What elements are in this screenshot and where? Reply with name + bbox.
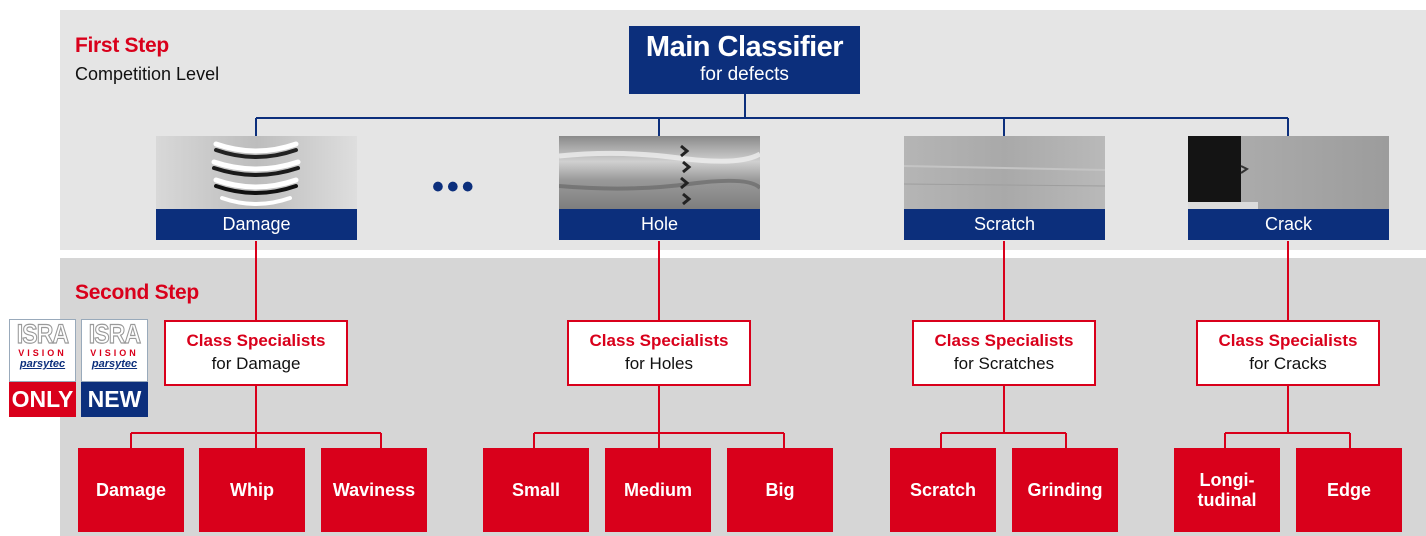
leaf-longitudinal: Longi- tudinal [1174, 448, 1280, 532]
leaf-medium: Medium [605, 448, 711, 532]
leaf-edge: Edge [1296, 448, 1402, 532]
scratch-image [904, 136, 1105, 209]
first-step-title: First Step [75, 34, 169, 57]
hole-image [559, 136, 760, 209]
specialist-title: Class Specialists [1218, 331, 1358, 350]
leaf-whip: Whip [199, 448, 305, 532]
specialist-damage: Class Specialists for Damage [164, 320, 348, 386]
defect-scratch: Scratch [904, 136, 1105, 240]
leaf-grinding: Grinding [1012, 448, 1118, 532]
defect-crack: Crack [1188, 136, 1389, 240]
main-classifier-title: Main Classifier [645, 31, 844, 63]
badge-vision: VISION [90, 348, 139, 358]
defect-label: Scratch [904, 209, 1105, 240]
specialist-subtitle: for Scratches [953, 354, 1055, 373]
specialist-subtitle: for Cracks [1249, 354, 1327, 373]
isra-logo: ISRA VISION parsytec [9, 319, 76, 382]
specialist-subtitle: for Damage [211, 354, 301, 373]
specialist-cracks: Class Specialists for Cracks [1196, 320, 1380, 386]
badge-tag: ONLY [9, 382, 76, 417]
specialist-title: Class Specialists [934, 331, 1074, 350]
badge-parsytec: parsytec [19, 358, 66, 370]
isra-logo: ISRA VISION parsytec [81, 319, 148, 382]
leaf-scratch: Scratch [890, 448, 996, 532]
badge-brand: ISRA [16, 319, 69, 349]
damage-image [156, 136, 357, 209]
badge-new: ISRA VISION parsytec NEW [81, 319, 148, 417]
badge-parsytec: parsytec [91, 358, 138, 370]
leaf-small: Small [483, 448, 589, 532]
defect-label: Damage [156, 209, 357, 240]
defect-label: Crack [1188, 209, 1389, 240]
specialist-scratches: Class Specialists for Scratches [912, 320, 1096, 386]
second-step-title: Second Step [75, 281, 199, 304]
specialist-subtitle: for Holes [624, 354, 694, 373]
defect-hole: Hole [559, 136, 760, 240]
leaf-big: Big [727, 448, 833, 532]
defect-damage: Damage [156, 136, 357, 240]
crack-image [1188, 136, 1389, 209]
main-classifier-box: Main Classifier for defects [629, 26, 860, 94]
badge-brand: ISRA [88, 319, 141, 349]
badge-tag: NEW [81, 382, 148, 417]
defect-label: Hole [559, 209, 760, 240]
specialist-holes: Class Specialists for Holes [567, 320, 751, 386]
specialist-title: Class Specialists [589, 331, 729, 350]
main-classifier-subtitle: for defects [700, 64, 789, 85]
badge-only: ISRA VISION parsytec ONLY [9, 319, 76, 417]
more-defects-ellipsis: ••• [432, 168, 477, 206]
leaf-damage: Damage [78, 448, 184, 532]
first-step-subtitle: Competition Level [75, 64, 220, 84]
leaf-waviness: Waviness [321, 448, 427, 532]
specialist-title: Class Specialists [186, 331, 326, 350]
badge-vision: VISION [18, 348, 67, 358]
